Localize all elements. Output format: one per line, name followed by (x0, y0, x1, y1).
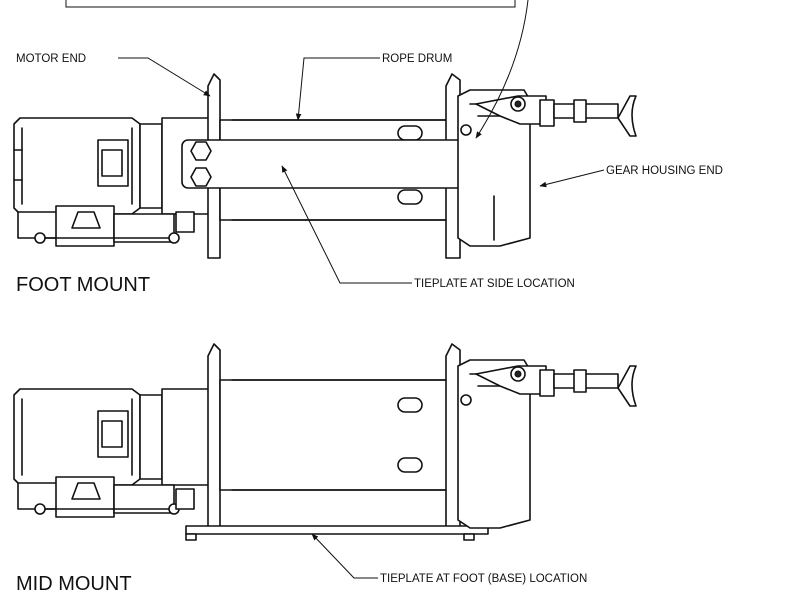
tieplate-side (181, 139, 481, 189)
rope-drum-leader (295, 57, 380, 121)
tieplate-side-label: TIEPLATE AT SIDE LOCATION (414, 278, 575, 290)
top-leader (475, 0, 529, 139)
gear-housing-mid (457, 359, 637, 529)
top-frame-fragment (65, 0, 516, 8)
brake-valve-assembly (17, 205, 195, 247)
tieplate-foot (185, 525, 489, 541)
rope-drum-label: ROPE DRUM (382, 53, 452, 65)
brake-valve-assembly-mid (17, 476, 195, 518)
mid-mount-winch (13, 343, 637, 541)
motor (13, 117, 213, 215)
gear-housing-end-label: GEAR HOUSING END (606, 165, 723, 177)
motor-end-leader (118, 57, 211, 97)
rope-drum-mid (207, 343, 461, 529)
tieplate-foot-label: TIEPLATE AT FOOT (BASE) LOCATION (380, 573, 587, 585)
foot-mount-title: FOOT MOUNT (16, 274, 150, 296)
tieplate-foot-leader (311, 533, 378, 579)
tieplate-side-leader (281, 165, 412, 284)
mid-mount-title: MID MOUNT (16, 573, 132, 595)
foot-mount-winch (13, 73, 637, 259)
gear-housing (457, 89, 637, 247)
gear-housing-leader (539, 169, 605, 188)
motor-mid (13, 388, 213, 486)
motor-end-label: MOTOR END (16, 53, 86, 65)
